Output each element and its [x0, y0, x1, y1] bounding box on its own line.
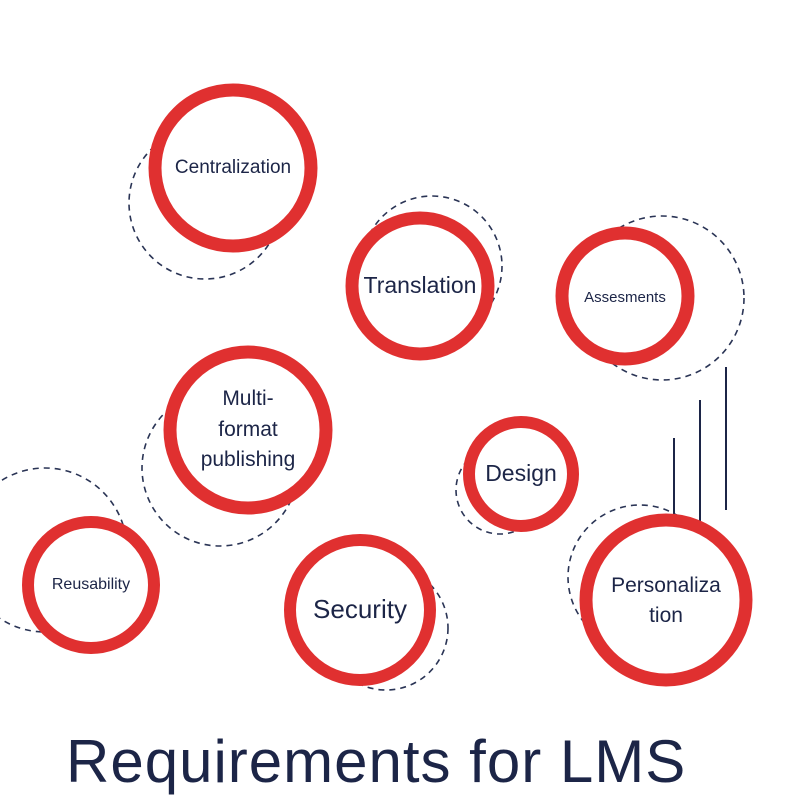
ring-design [463, 416, 579, 532]
dashed-arc-translation [361, 195, 503, 337]
ring-personalization [579, 513, 753, 687]
node-label-multi-format-publishing: Multi- format publishing [200, 387, 296, 472]
node-label-personalization: Personaliza tion [611, 573, 721, 627]
ring-assesments [555, 226, 695, 366]
node-label-assesments: Assesments [584, 289, 666, 307]
ring-reusability [22, 516, 160, 654]
ring-security [284, 534, 436, 686]
node-label-security: Security [313, 594, 407, 625]
node-label-design: Design [485, 460, 557, 487]
page-title: Requirements for LMS [66, 728, 687, 795]
node-label-translation: Translation [363, 272, 477, 299]
node-label-reusability: Reusability [51, 576, 131, 594]
ring-translation [345, 211, 495, 361]
ring-centralization [148, 83, 318, 253]
node-label-centralization: Centralization [174, 157, 292, 179]
ring-multi-format-publishing [163, 345, 333, 515]
